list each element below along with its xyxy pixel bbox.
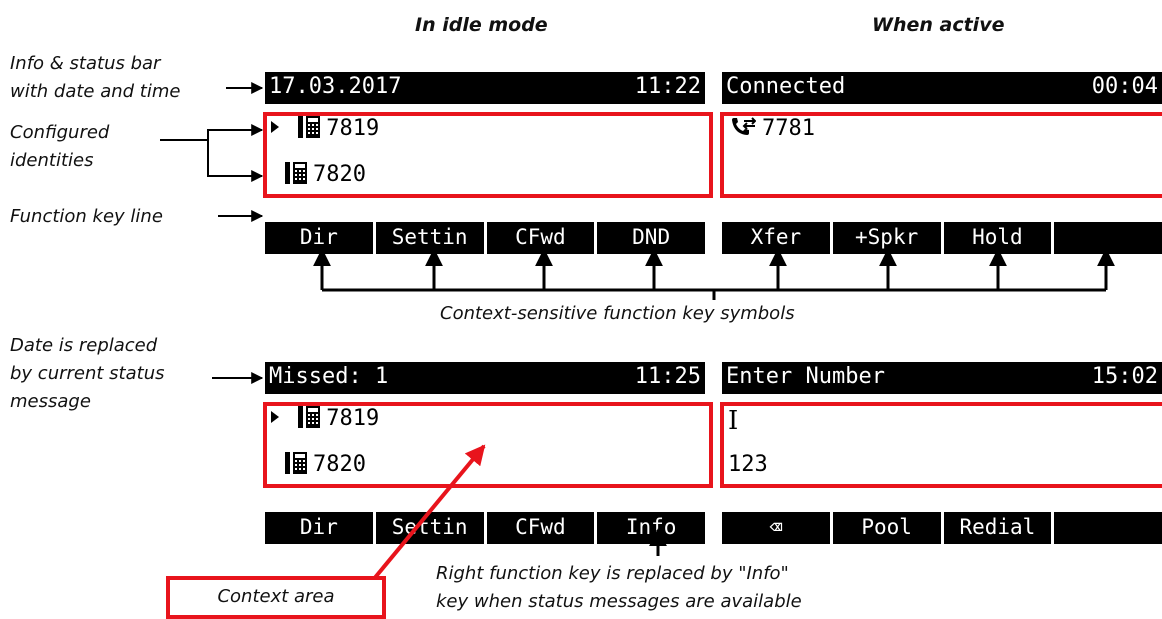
identity-number: 7819 (326, 116, 380, 141)
function-key-spkr[interactable]: +Spkr (829, 222, 941, 254)
context-area: I 123 (722, 396, 1162, 508)
selection-pointer-icon (271, 121, 279, 133)
label-info-key: Right function key is replaced by "Info"… (436, 560, 802, 616)
status-time: 15:02 (1091, 364, 1158, 389)
function-key-dir[interactable]: Dir (299, 515, 338, 539)
function-key-settings[interactable]: Settin (372, 222, 484, 254)
identities-highlight (263, 112, 713, 198)
call-line[interactable]: 7781 (730, 116, 815, 141)
function-key-cfwd[interactable]: CFwd (483, 512, 595, 544)
label-date-replaced: Date is replaced by current status messa… (10, 332, 164, 416)
function-key-cfwd[interactable]: CFwd (483, 222, 595, 254)
desk-phone-icon (298, 116, 321, 138)
status-bar: Enter Number 15:02 (722, 362, 1162, 394)
function-key-pool[interactable]: Pool (829, 512, 941, 544)
status-message: Connected (726, 74, 846, 99)
function-key-settings[interactable]: Settin (372, 512, 484, 544)
selection-pointer-icon (271, 411, 279, 423)
text-cursor[interactable]: I (728, 406, 739, 436)
label-info-key-line1: Right function key is replaced by "Info" (436, 563, 789, 584)
identity-line[interactable]: 7820 (285, 452, 366, 477)
label-info-bar-line2: with date and time (10, 81, 181, 102)
status-date: 17.03.2017 (269, 74, 402, 99)
label-info-bar: Info & status bar with date and time (10, 50, 180, 106)
function-key-dnd[interactable]: DND (594, 222, 705, 254)
function-key-line: Dir Settin CFwd DND (265, 222, 705, 254)
heading-idle: In idle mode (415, 14, 548, 36)
label-context-sensitive: Context-sensitive function key symbols (440, 303, 795, 324)
label-identities: Configured identities (10, 119, 109, 175)
desk-phone-icon (285, 452, 307, 474)
status-time: 11:22 (634, 74, 701, 99)
identity-number: 7819 (326, 406, 380, 431)
label-identities-line1: Configured (10, 122, 110, 143)
context-area: 7781 (722, 106, 1162, 218)
status-bar: Connected 00:04 (722, 72, 1162, 104)
context-area-callout: Context area (166, 576, 386, 619)
label-date-replaced-line2: by current status (10, 363, 165, 384)
function-key-backspace[interactable]: ⌫ (769, 515, 783, 539)
arrow-identity-1 (160, 124, 264, 141)
label-identities-line2: identities (10, 150, 94, 171)
arrow-context-area (366, 444, 486, 588)
function-key-line: Dir Settin CFwd Info (265, 512, 705, 544)
identity-line[interactable]: 7819 (271, 116, 379, 141)
context-area: 7819 7820 (265, 106, 705, 218)
identity-line[interactable]: 7819 (271, 406, 379, 431)
active-context-highlight (720, 112, 1162, 198)
function-key-empty[interactable] (1051, 512, 1162, 544)
active-call-icon (732, 117, 756, 135)
desk-phone-icon (285, 162, 307, 184)
function-key-dir[interactable]: Dir (299, 225, 338, 249)
label-context-area: Context area (217, 586, 335, 607)
label-function-line: Function key line (10, 206, 163, 227)
screen-active: Connected 00:04 7781 Xfer +Spkr Hold (722, 72, 1162, 254)
function-key-line: ⌫ Pool Redial (722, 512, 1162, 544)
function-key-redial[interactable]: Redial (940, 512, 1052, 544)
function-key-empty[interactable] (1051, 222, 1162, 254)
status-time: 00:04 (1091, 74, 1158, 99)
identity-number: 7820 (313, 162, 366, 187)
identity-line[interactable]: 7820 (285, 162, 366, 187)
call-number: 7781 (762, 116, 815, 141)
input-mode-indicator: 123 (728, 452, 768, 477)
desk-phone-icon (298, 406, 321, 428)
label-date-replaced-line1: Date is replaced (10, 335, 158, 356)
label-info-bar-line1: Info & status bar (10, 53, 161, 74)
function-key-line: Xfer +Spkr Hold (722, 222, 1162, 254)
heading-active: When active (872, 14, 1005, 36)
identity-number: 7820 (313, 452, 366, 477)
label-info-key-line2: key when status messages are available (436, 591, 802, 612)
function-key-hold[interactable]: Hold (940, 222, 1052, 254)
missed-context-highlight (263, 402, 713, 488)
screen-enter-number: Enter Number 15:02 I 123 ⌫ Pool Redial (722, 362, 1162, 544)
enter-context-highlight (720, 402, 1162, 488)
status-message: Enter Number (726, 364, 885, 389)
status-message: Missed: 1 (269, 364, 389, 389)
status-bar: 17.03.2017 11:22 (265, 72, 705, 104)
function-key-xfer[interactable]: Xfer (750, 225, 802, 249)
status-bar: Missed: 1 11:25 (265, 362, 705, 394)
context-area: 7819 7820 (265, 396, 705, 508)
arrow-identity-2 (207, 140, 264, 182)
label-date-replaced-line3: message (10, 391, 91, 412)
status-time: 11:25 (634, 364, 701, 389)
screen-idle: 17.03.2017 11:22 7819 7820 (265, 72, 705, 254)
